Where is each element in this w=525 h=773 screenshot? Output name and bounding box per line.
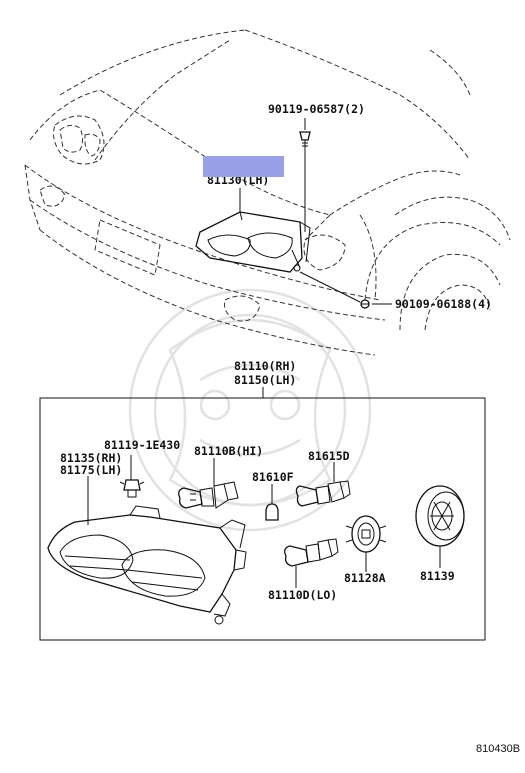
label-lens-rh: 81135(RH)	[60, 451, 122, 465]
bulb-right-icon	[295, 480, 351, 507]
watermark-crest	[128, 288, 372, 532]
bulb-lo-icon	[284, 538, 339, 567]
label-unit-lh: 81150(LH)	[234, 373, 296, 387]
label-bulb-lo: 81110D(LO)	[268, 588, 337, 602]
label-socket: 81128A	[344, 571, 386, 585]
figure-code: 810430B	[476, 743, 520, 755]
label-lens-lh: 81175(LH)	[60, 463, 122, 477]
highlight-box	[203, 156, 284, 177]
label-unit-rh: 81110(RH)	[234, 359, 296, 373]
screw-top-icon	[299, 131, 311, 150]
vehicle-outline	[24, 29, 511, 356]
label-screw-top: 90119-06587(2)	[268, 102, 365, 116]
cover-icon	[415, 485, 465, 547]
label-cover: 81139	[420, 569, 455, 583]
socket-icon	[345, 515, 387, 553]
headlamp-lens-icon	[47, 505, 247, 625]
label-bulb-hi: 81110B(HI)	[194, 444, 263, 458]
label-bulb-right: 81615D	[308, 449, 350, 463]
label-screw-right: 90109-06188(4)	[395, 297, 492, 311]
bulb-small-icon	[265, 503, 279, 521]
label-bulb-small: 81610F	[252, 470, 294, 484]
exploded-view-frame	[39, 397, 486, 641]
screw-right-icon	[360, 299, 370, 309]
headlamp-installed	[195, 211, 311, 273]
label-socket-small: 81119-1E430	[104, 438, 180, 452]
small-socket-icon	[119, 479, 145, 498]
bulb-hi-icon	[178, 481, 239, 509]
